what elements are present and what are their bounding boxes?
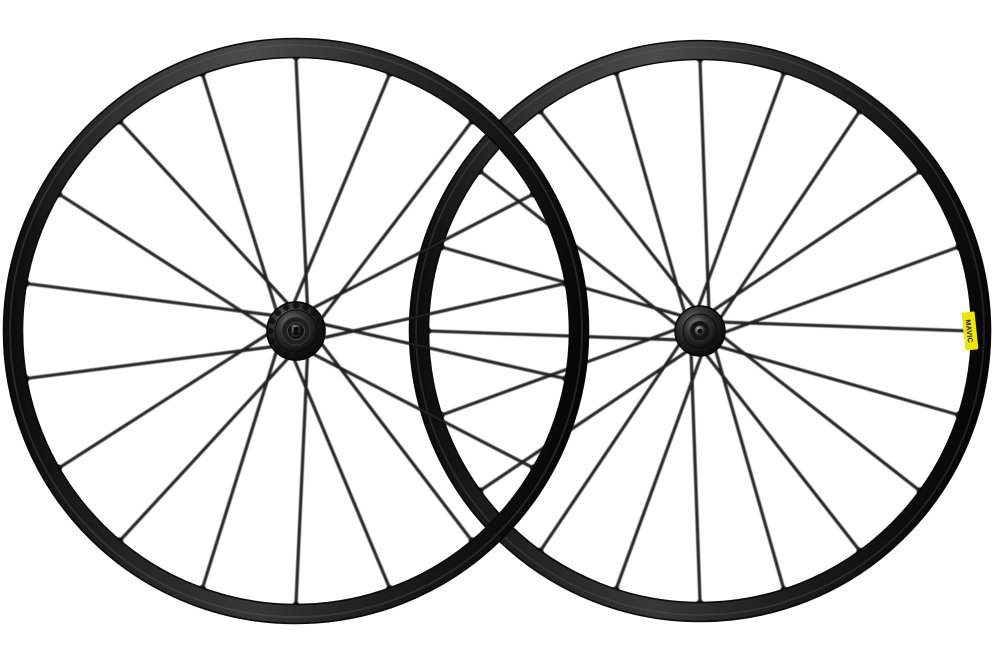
rear-rim-decal-right-text: MAVIC [964,319,975,343]
front-wheel [2,37,590,625]
front-wheel-rim [2,37,590,625]
front-hub-flange-teeth [267,302,325,360]
rear-wheel-rim [408,39,992,623]
front-wheel-hub [266,301,326,361]
rear-wheel-hub [674,305,726,357]
rear-rim-decal-right: MAVIC [961,311,979,351]
